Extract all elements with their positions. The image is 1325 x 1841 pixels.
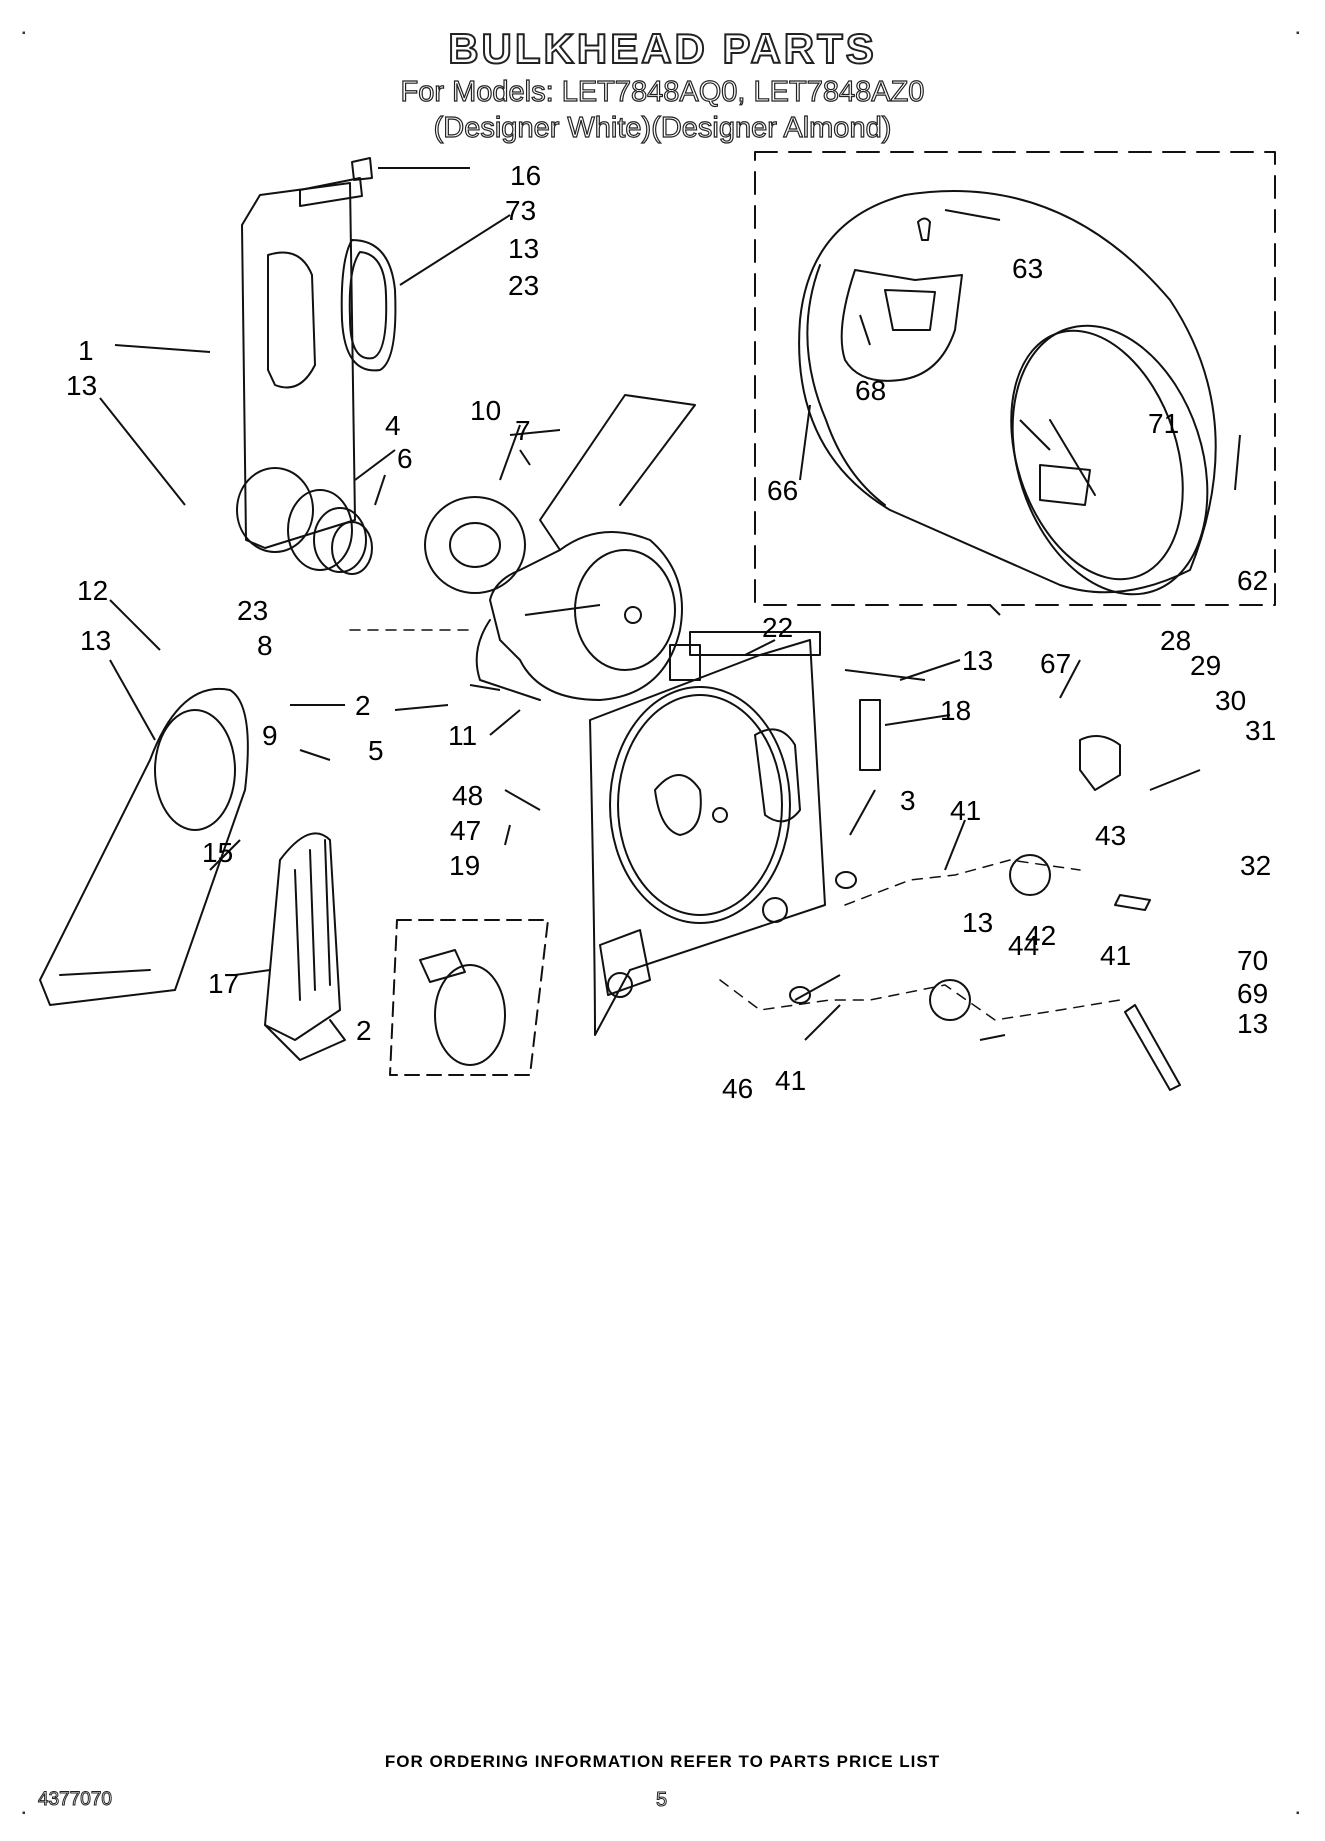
callout-label: 46	[722, 1073, 753, 1104]
clip-16	[351, 157, 373, 181]
kit-box	[389, 919, 549, 1076]
callout-label: 12	[77, 575, 108, 606]
callout-label: 71	[1148, 408, 1179, 439]
callout-label: 5	[368, 735, 384, 766]
corner-mark: ▪	[22, 28, 26, 39]
callout-label: 1	[78, 335, 94, 366]
callout-label: 8	[257, 630, 273, 661]
drum	[798, 189, 1217, 596]
callout-label: 7	[515, 415, 531, 446]
callout-label: 69	[1237, 978, 1268, 1009]
ordering-note: FOR ORDERING INFORMATION REFER TO PARTS …	[384, 1752, 941, 1771]
callout-labels: 1 2 2 3 4 5 6 7 8 9 10 11 12 13 13 13 13…	[66, 160, 1276, 1104]
corner-mark: ▪	[22, 1808, 26, 1819]
callout-label: 67	[1040, 648, 1071, 679]
callout-label: 23	[508, 270, 539, 301]
callout-label: 68	[855, 375, 886, 406]
corner-mark: ▪	[1296, 1808, 1300, 1819]
callout-label: 13	[962, 645, 993, 676]
callout-label: 41	[1100, 940, 1131, 971]
callout-label: 73	[505, 195, 536, 226]
callout-label: 17	[208, 968, 239, 999]
blower-housing	[236, 394, 696, 701]
callout-label: 70	[1237, 945, 1268, 976]
callout-label: 2	[356, 1015, 372, 1046]
callout-label: 66	[767, 475, 798, 506]
callout-label: 19	[449, 850, 480, 881]
callout-label: 2	[355, 690, 371, 721]
callout-leaders	[99, 167, 1241, 1041]
idler-bracket	[1079, 735, 1121, 791]
callout-label: 3	[900, 785, 916, 816]
header: BULKHEAD PARTS For Models: LET7848AQ0, L…	[0, 24, 1325, 146]
callout-label: 13	[1237, 1008, 1268, 1039]
callout-label: 11	[448, 720, 477, 751]
callout-label: 29	[1190, 650, 1221, 681]
callout-label: 63	[1012, 253, 1043, 284]
callout-label: 9	[262, 720, 278, 751]
callout-label: 13	[66, 370, 97, 401]
callout-label: 41	[950, 795, 981, 826]
callout-label: 15	[202, 837, 233, 868]
callout-label: 43	[1095, 820, 1126, 851]
callout-label: 6	[397, 443, 413, 474]
callout-label: 16	[510, 160, 541, 191]
callout-label: 4	[385, 410, 401, 441]
callout-label: 41	[775, 1065, 806, 1096]
front-bulkhead	[589, 639, 826, 1036]
callout-label: 13	[508, 233, 539, 264]
colors-line: (Designer White)(Designer Almond)	[433, 111, 892, 144]
corner-mark: ▪	[1296, 28, 1300, 39]
sensor-22	[669, 644, 701, 681]
callout-label: 32	[1240, 850, 1271, 881]
drum-glide	[1039, 464, 1091, 506]
callout-label: 18	[940, 695, 971, 726]
drive-belt	[39, 687, 249, 1006]
callout-label: 48	[452, 780, 483, 811]
callout-label: 31	[1245, 715, 1276, 746]
drum-assembly-box	[754, 151, 1276, 606]
heater-element	[264, 832, 346, 1061]
baffle	[840, 269, 963, 382]
callout-label: 10	[470, 395, 501, 426]
screw-63	[917, 217, 931, 241]
callout-label: 62	[1237, 565, 1268, 596]
callout-label: 30	[1215, 685, 1246, 716]
callout-label: 28	[1160, 625, 1191, 656]
callout-label: 44	[1008, 930, 1039, 961]
page-title: BULKHEAD PARTS	[447, 24, 877, 73]
callout-label: 13	[80, 625, 111, 656]
models-line: For Models: LET7848AQ0, LET7848AZ0	[400, 75, 925, 108]
rear-bulkhead-panel	[241, 157, 397, 549]
callout-label: 23	[237, 595, 268, 626]
callout-label: 47	[450, 815, 481, 846]
callout-label: 22	[762, 612, 793, 643]
page-number: 5	[655, 1789, 668, 1812]
callout-label: 42	[1025, 920, 1056, 951]
doc-number: 4377070	[38, 1789, 113, 1811]
callout-label: 13	[962, 907, 993, 938]
